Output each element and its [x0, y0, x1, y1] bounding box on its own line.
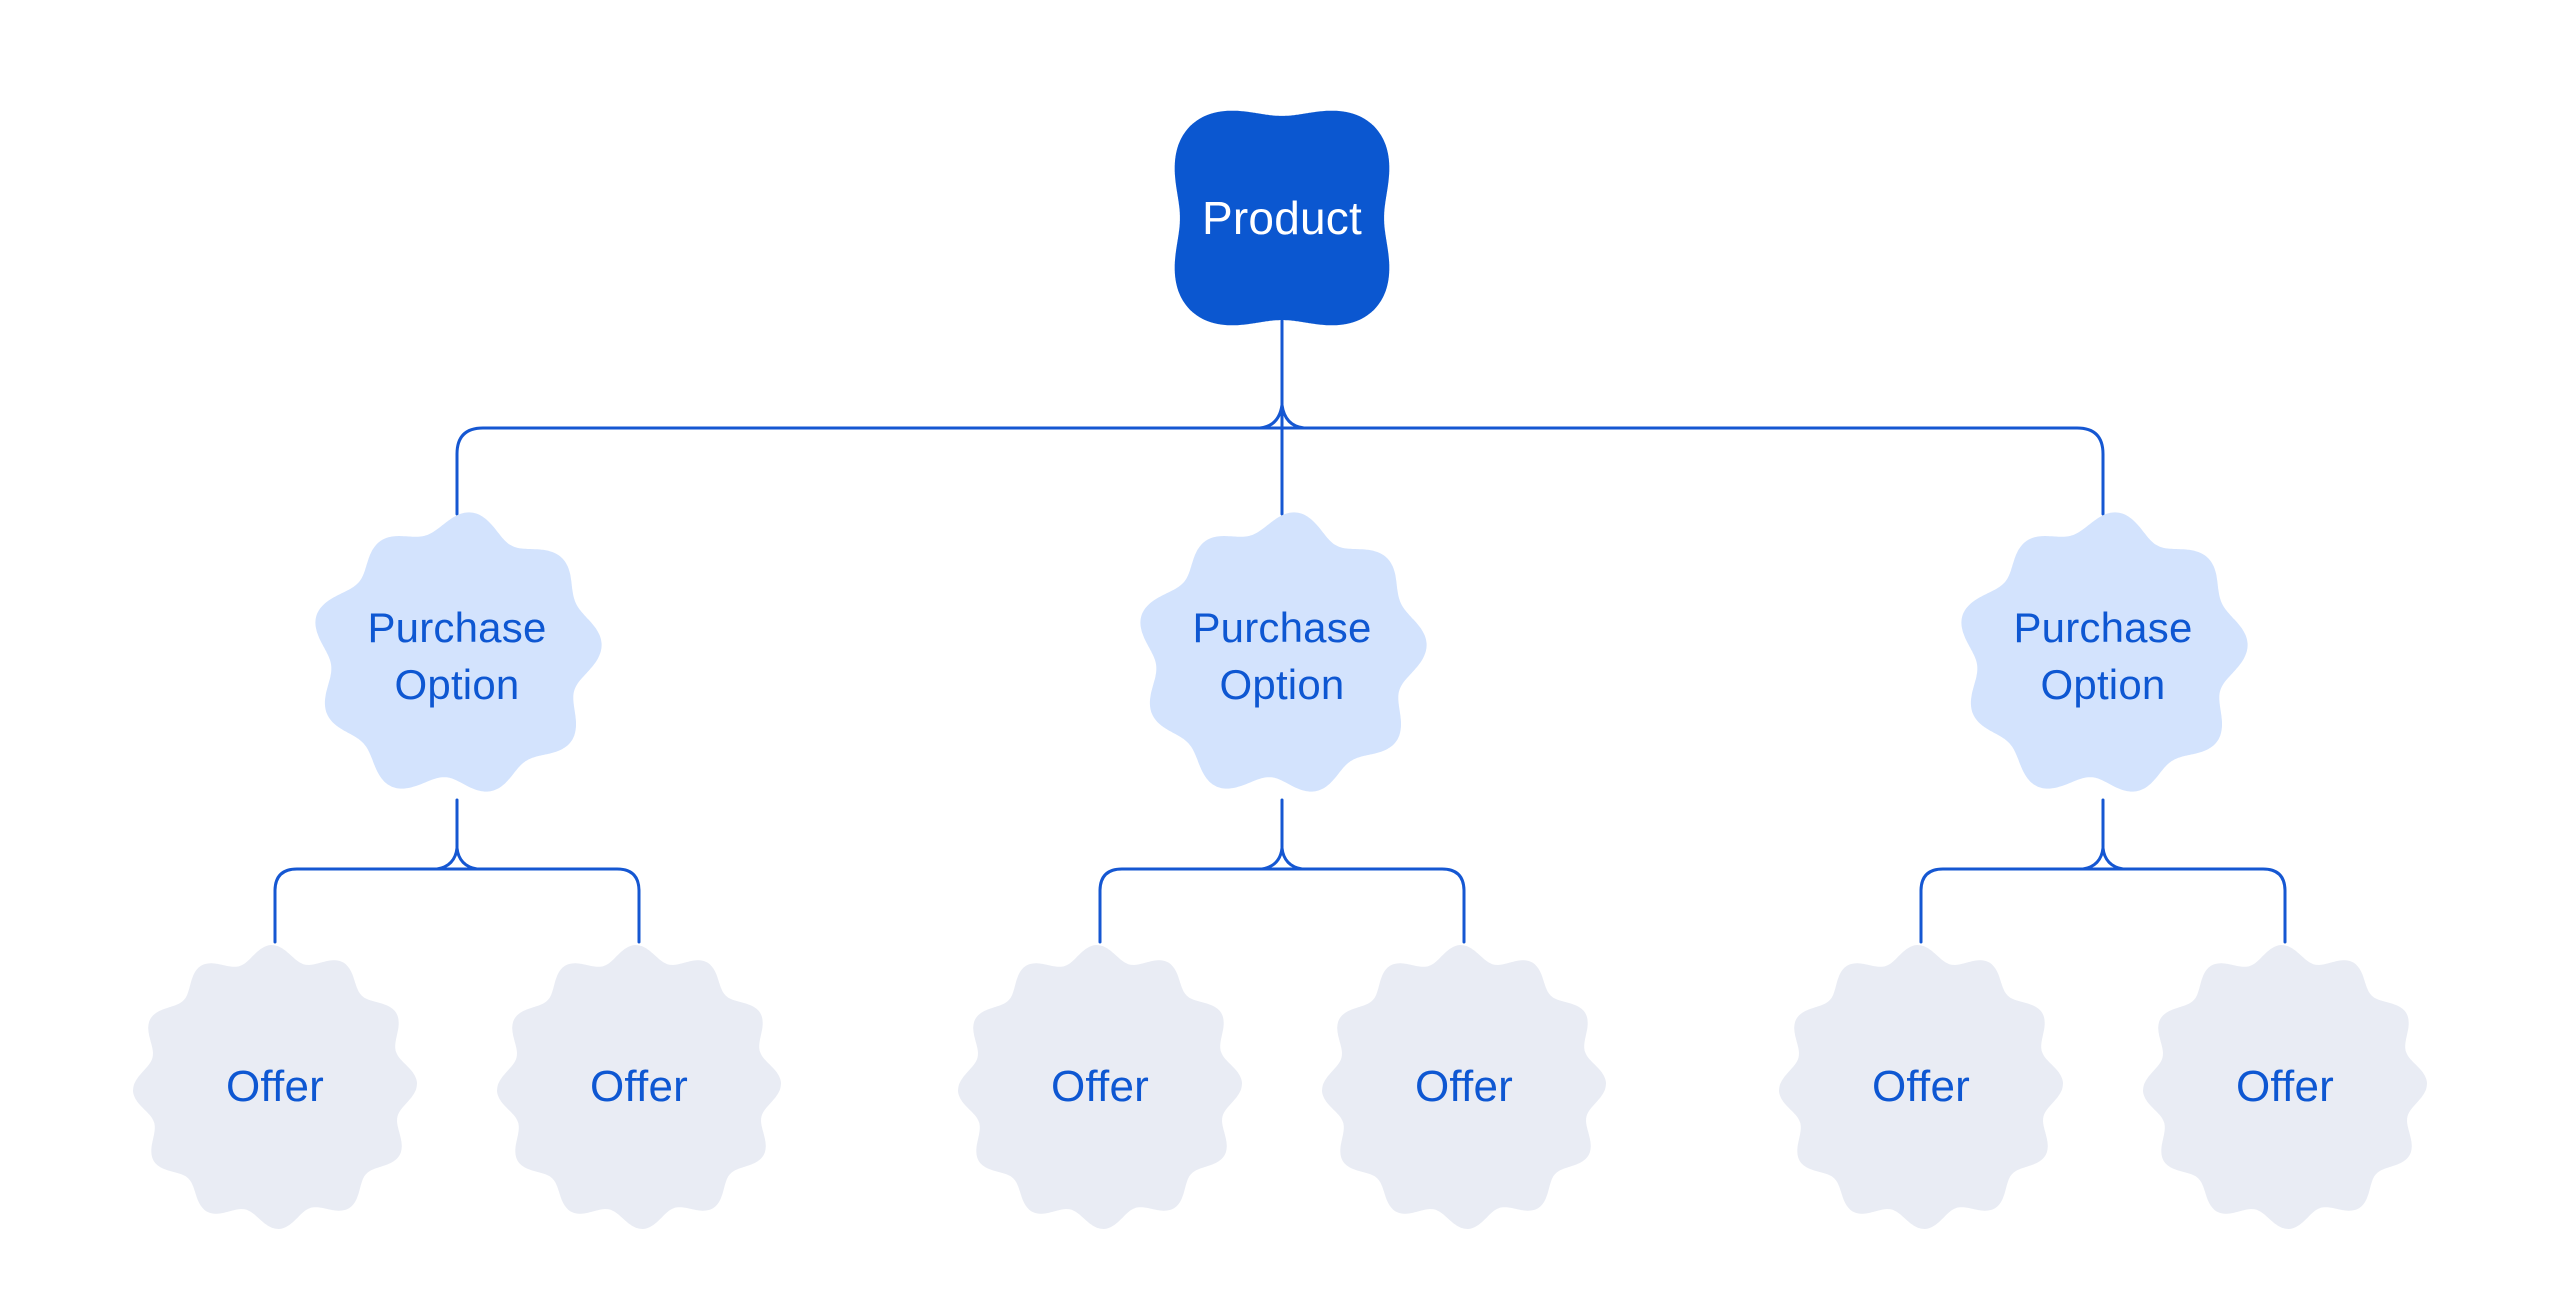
connector-po2-fillet-left — [1260, 846, 1284, 871]
connector-po1-bus — [273, 867, 641, 944]
offer-node-2a: Offer — [950, 937, 1250, 1237]
offer-label: Offer — [589, 1062, 688, 1111]
connector-po3-fillet-right — [2101, 846, 2125, 871]
offer-node-3b: Offer — [2135, 937, 2435, 1237]
seal-shape — [958, 945, 1242, 1229]
purchase-option-node-3: Purchase Option — [1953, 506, 2253, 806]
connector-po1-fillet-left — [435, 846, 459, 871]
purchase-option-label: Purchase Option — [1192, 603, 1372, 708]
connector-l1-fillet-right — [1280, 403, 1306, 430]
purchase-option-label: Purchase Option — [2013, 603, 2193, 708]
seal-shape — [133, 945, 417, 1229]
connector-po2-bus — [1098, 867, 1466, 944]
connector-po1-fillet-right — [455, 846, 479, 871]
connector-l1-fillet-left — [1258, 403, 1284, 430]
offer-node-2b: Offer — [1314, 937, 1614, 1237]
purchase-option-node-1: Purchase Option — [307, 506, 607, 806]
cloud-shape — [1140, 512, 1427, 792]
cloud-shape — [315, 512, 602, 792]
connector-po2-fillet-right — [1280, 846, 1304, 871]
connector-po3-fillet-left — [2081, 846, 2105, 871]
seal-shape — [1322, 945, 1606, 1229]
purchase-option-label: Purchase Option — [367, 603, 547, 708]
offer-node-1b: Offer — [489, 937, 789, 1237]
product-node: Product — [1132, 68, 1432, 368]
connector-po3-bus — [1919, 867, 2287, 944]
seal-shape — [2143, 945, 2427, 1229]
product-blob-shape — [1174, 110, 1390, 326]
offer-node-1a: Offer — [125, 937, 425, 1237]
product-label: Product — [1202, 192, 1362, 244]
offer-label: Offer — [1050, 1062, 1149, 1111]
cloud-shape — [1961, 512, 2248, 792]
connector-l1-bus — [455, 426, 2105, 516]
seal-shape — [1779, 945, 2063, 1229]
purchase-option-node-2: Purchase Option — [1132, 506, 1432, 806]
offer-label: Offer — [1871, 1062, 1970, 1111]
offer-node-3a: Offer — [1771, 937, 2071, 1237]
offer-label: Offer — [225, 1062, 324, 1111]
offer-label: Offer — [1414, 1062, 1513, 1111]
seal-shape — [497, 945, 781, 1229]
offer-label: Offer — [2235, 1062, 2334, 1111]
